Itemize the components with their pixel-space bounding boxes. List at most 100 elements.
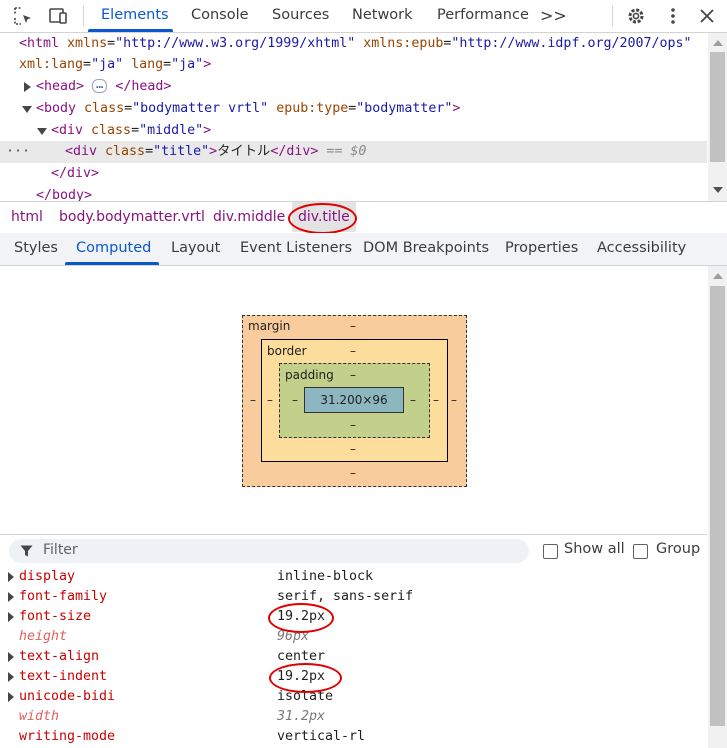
- tab-accessibility[interactable]: Accessibility: [597, 240, 687, 256]
- collapsed-ellipsis-button[interactable]: …: [92, 78, 108, 93]
- tab-computed[interactable]: Computed: [76, 240, 152, 256]
- attr-value: "http://www.w3.org/1999/xhtml": [115, 36, 356, 51]
- expand-triangle-icon[interactable]: [8, 672, 14, 682]
- group-checkbox[interactable]: [633, 544, 648, 559]
- node-actions-dots-icon[interactable]: ···: [6, 144, 31, 159]
- dom-line-html-cont[interactable]: xml:lang="ja" lang="ja">: [19, 57, 212, 72]
- attr-name: lang: [131, 57, 164, 72]
- inspect-element-icon[interactable]: [13, 6, 33, 26]
- property-row-font-size[interactable]: font-size 19.2px: [0, 607, 707, 627]
- border-left-value[interactable]: –: [267, 393, 273, 407]
- tab-dom-breakpoints[interactable]: DOM Breakpoints: [363, 240, 490, 256]
- property-name: font-size: [19, 609, 92, 624]
- dom-tree-scrollbar-thumb[interactable]: [710, 52, 725, 162]
- body-close-tag: </body>: [36, 188, 93, 201]
- tab-event-listeners[interactable]: Event Listeners: [240, 240, 353, 256]
- scroll-up-arrow-icon[interactable]: [713, 273, 723, 279]
- active-subtab-indicator: [65, 262, 159, 265]
- box-model-content-size[interactable]: 31.200×96: [304, 387, 404, 413]
- property-row-unicode-bidi[interactable]: unicode-bidi isolate: [0, 687, 707, 707]
- group-label[interactable]: Group: [656, 541, 701, 557]
- border-right-value[interactable]: –: [433, 393, 439, 407]
- attr-value: "ja": [171, 57, 204, 72]
- dom-line-div-title-selected[interactable]: ··· <div class="title">タイトル</div> == $0: [0, 141, 707, 163]
- filter-placeholder: Filter: [43, 542, 78, 558]
- property-row-width[interactable]: width 31.2px: [0, 707, 707, 727]
- property-row-font-family[interactable]: font-family serif, sans-serif: [0, 587, 707, 607]
- breadcrumb-div-middle[interactable]: div.middle: [213, 209, 286, 225]
- tab-sources[interactable]: Sources: [272, 7, 330, 23]
- breadcrumb-body[interactable]: body.bodymatter.vrtl: [59, 209, 205, 225]
- body-tag: <body: [36, 101, 85, 116]
- dom-tree[interactable]: <html xmlns="http://www.w3.org/1999/xhtm…: [0, 33, 707, 201]
- padding-top-value[interactable]: –: [350, 368, 356, 382]
- toolbar-divider: [83, 6, 84, 26]
- expand-triangle-icon[interactable]: [8, 692, 14, 702]
- tab-elements[interactable]: Elements: [101, 7, 169, 23]
- padding-left-value[interactable]: –: [292, 393, 298, 407]
- html-tag: >: [203, 123, 212, 138]
- dom-line-div-close[interactable]: </div>: [0, 163, 707, 185]
- property-row-text-indent[interactable]: text-indent 19.2px: [0, 667, 707, 687]
- margin-bottom-value[interactable]: –: [350, 466, 356, 480]
- margin-right-value[interactable]: –: [451, 393, 457, 407]
- div-tag: <div: [65, 144, 106, 159]
- close-icon[interactable]: [697, 6, 717, 26]
- device-toolbar-icon[interactable]: [48, 6, 68, 26]
- expand-triangle-icon[interactable]: [8, 572, 14, 582]
- scroll-down-arrow-icon[interactable]: [713, 187, 723, 193]
- expand-triangle-icon[interactable]: [8, 612, 14, 622]
- expand-triangle-icon[interactable]: [24, 82, 31, 92]
- property-row-text-align[interactable]: text-align center: [0, 647, 707, 667]
- property-value: isolate: [277, 689, 334, 704]
- dom-line-div-middle[interactable]: <div class="middle">: [0, 120, 707, 142]
- selected-node-marker: == $0: [326, 144, 367, 159]
- dom-line-body-close[interactable]: </body>: [0, 185, 707, 201]
- expand-triangle-icon[interactable]: [8, 592, 14, 602]
- tab-layout[interactable]: Layout: [171, 240, 221, 256]
- div-tag: <div: [51, 123, 92, 138]
- attr-value: "middle": [139, 123, 204, 138]
- tab-network[interactable]: Network: [352, 7, 413, 23]
- head-close-tag: </head>: [115, 79, 172, 94]
- dom-line-head[interactable]: <head> … </head>: [0, 76, 707, 98]
- show-all-label[interactable]: Show all: [564, 541, 625, 557]
- scroll-up-arrow-icon[interactable]: [713, 40, 723, 46]
- attr-name: epub:type: [276, 101, 349, 116]
- head-tag: <head>: [36, 79, 85, 94]
- more-tabs-chevron-icon[interactable]: >>: [540, 6, 567, 25]
- html-tag: <html: [19, 36, 68, 51]
- sidebar-tabs: Styles Computed Layout Event Listeners D…: [0, 233, 727, 266]
- padding-bottom-value[interactable]: –: [350, 418, 356, 432]
- margin-top-value[interactable]: –: [350, 319, 356, 333]
- property-name: display: [19, 569, 76, 584]
- collapse-triangle-icon[interactable]: [37, 128, 47, 135]
- margin-left-value[interactable]: –: [250, 393, 256, 407]
- breadcrumb-html[interactable]: html: [11, 209, 43, 225]
- property-name: text-indent: [19, 669, 108, 684]
- settings-gear-icon[interactable]: [626, 6, 646, 26]
- border-bottom-value[interactable]: –: [350, 442, 356, 456]
- padding-right-value[interactable]: –: [410, 393, 416, 407]
- dom-line-body[interactable]: <body class="bodymatter vrtl" epub:type=…: [0, 98, 707, 120]
- computed-scrollbar-thumb[interactable]: [710, 286, 725, 726]
- dom-line-html[interactable]: <html xmlns="http://www.w3.org/1999/xhtm…: [19, 36, 692, 51]
- tab-performance[interactable]: Performance: [437, 7, 529, 23]
- collapse-triangle-icon[interactable]: [22, 106, 32, 113]
- tab-styles[interactable]: Styles: [14, 240, 58, 256]
- filter-input[interactable]: Filter: [9, 539, 529, 563]
- property-row-height[interactable]: height 96px: [0, 627, 707, 647]
- more-options-icon[interactable]: [663, 6, 683, 26]
- tab-properties[interactable]: Properties: [505, 240, 579, 256]
- attr-value: "bodymatter vrtl": [132, 101, 269, 116]
- html-tag: >: [203, 57, 212, 72]
- red-highlight-oval: [268, 603, 334, 633]
- border-top-value[interactable]: –: [350, 344, 356, 358]
- show-all-checkbox[interactable]: [543, 544, 558, 559]
- property-name: width: [19, 709, 60, 724]
- property-row-display[interactable]: display inline-block: [0, 567, 707, 587]
- toolbar-divider: [612, 6, 613, 26]
- expand-triangle-icon[interactable]: [8, 652, 14, 662]
- tab-console[interactable]: Console: [191, 7, 249, 23]
- property-row-writing-mode[interactable]: writing-mode vertical-rl: [0, 727, 707, 747]
